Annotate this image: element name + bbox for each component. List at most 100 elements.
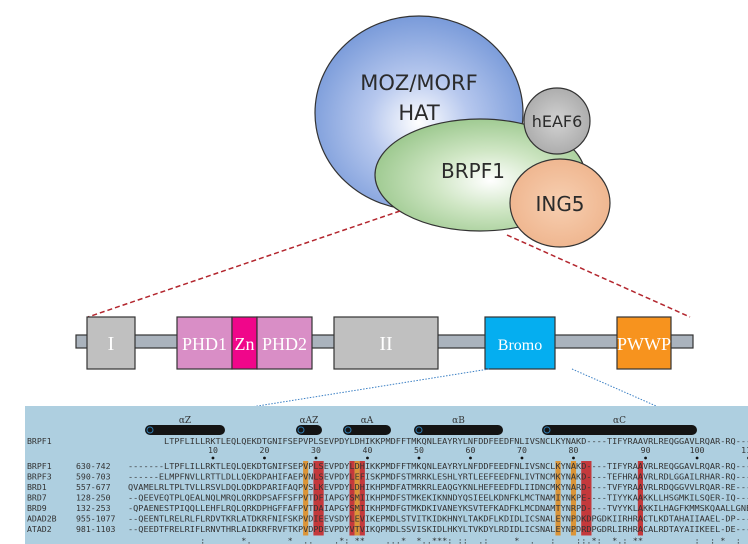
sequence-range: 128-250 <box>76 493 111 503</box>
sequence-residues: ------ELMPFNVLLRTTLDLLQEKDPAHIFAEPVNLSEV… <box>128 472 748 482</box>
helix-end-cap <box>344 426 352 434</box>
helix-5: αC <box>542 416 697 435</box>
helix-label: αC <box>613 416 626 426</box>
ruler-tick-label: 10 <box>208 445 218 455</box>
reference-sequence: LTPFLILLRKTLEQLQEKDTGNIFSEPVPLSEVPDYLDHI… <box>164 436 748 446</box>
ruler-tick-label: 20 <box>260 445 270 455</box>
helix-4: αB <box>414 416 503 435</box>
domain-phd2: PHD2 <box>256 316 313 370</box>
ruler-tick-dot <box>211 456 215 460</box>
sequence-residues: -QPAENESTPIQQLLEHFLRQLQRKDPHGFFAFPVTDAIA… <box>128 503 748 513</box>
ruler-tick-dot <box>695 456 699 460</box>
sequence-range: 981-1103 <box>76 524 116 534</box>
bromo-zoom-line-left <box>144 368 490 425</box>
helix-label: αA <box>361 416 374 426</box>
ruler-tick-dot <box>469 456 472 460</box>
ruler-tick-label: 100 <box>690 445 705 455</box>
domain-box <box>333 316 439 370</box>
alignment-row: BRPF3 590-703 ------ELMPFNVLLRTTLDLLQEKDPA… <box>27 472 748 482</box>
ruler-tick-dot <box>263 456 266 460</box>
ruler-tick-label: 50 <box>414 445 424 455</box>
helix-end-cap <box>415 426 423 434</box>
ruler-tick-label: 60 <box>466 445 476 455</box>
helix-cylinder <box>296 425 322 435</box>
reference-name: BRPF1 <box>27 436 52 446</box>
sequence-range: 955-1077 <box>76 514 116 524</box>
sequence-alignment-panel: αZ αAZ αA αB αC BRPF1 LTPFLILLRKTLEQLQEKDTGNIF… <box>25 406 748 544</box>
sequence-name: BRPF3 <box>27 472 52 482</box>
domain-zn: Zn <box>231 316 258 370</box>
ruler-tick-label: 70 <box>517 445 527 455</box>
domain-box <box>616 316 672 370</box>
sequence-residues: --QEEVEQTPLQEALNQLMRQLQRKDPSAFFSFPVTDFIA… <box>128 493 748 503</box>
ruler-tick-dot <box>520 456 524 460</box>
alignment-row: ATAD2 981-1103 --QEEDTFRELRIFLRNVTHRLAIDKR… <box>27 524 748 534</box>
helix-label: αAZ <box>300 416 319 426</box>
helix-3: αA <box>343 416 391 435</box>
conserved-column-highlight <box>349 461 355 536</box>
domain-label: PWWP <box>617 334 671 354</box>
domain-box <box>231 316 258 370</box>
domain-label: PHD1 <box>182 334 227 354</box>
helix-cylinder <box>542 425 697 435</box>
helix-end-cap <box>146 426 154 434</box>
complex-diagram: MOZ/MORF HAT BRPF1 hEAF6 ING5 <box>314 15 611 248</box>
conserved-column-highlight <box>555 461 561 536</box>
conserved-column-highlight <box>581 461 592 536</box>
conserved-column-highlight <box>354 461 360 536</box>
sequence-name: BRD9 <box>27 503 47 513</box>
zoom-line-left <box>87 210 401 318</box>
sequence-residues: QVAMELRLTPLTVLLRSVLDQLQDKDPARIFAQPVSLKEV… <box>128 482 748 492</box>
sequence-range: 630-742 <box>76 461 111 471</box>
ing5-label: ING5 <box>535 192 584 216</box>
conservation-line: : *. * .. .*: ** ...* *..***: :: .: * . … <box>128 536 748 544</box>
sequence-residues: --QEENTLRELRLFLRDVTKRLATDKRFNIFSKPVDIEEV… <box>128 514 748 524</box>
domain-label: I <box>108 333 115 355</box>
zoom-line-right <box>506 234 691 318</box>
helix-end-cap <box>297 426 305 434</box>
ruler-tick-label: 40 <box>363 445 373 455</box>
ruler-tick-dot <box>417 456 421 460</box>
domain-box <box>86 316 136 370</box>
domain-label: II <box>379 333 392 355</box>
helix-label: αB <box>452 416 465 426</box>
domain-label: Bromo <box>498 337 542 354</box>
domain-box <box>256 316 313 370</box>
conserved-column-highlight <box>313 461 324 536</box>
helix-cylinder <box>343 425 391 435</box>
helix-label: αZ <box>179 416 191 426</box>
ruler-tick-label: 80 <box>569 445 579 455</box>
ruler-tick-label: 90 <box>641 445 651 455</box>
sequence-residues: --QEEDTFRELRIFLRNVTHRLAIDKRFRVFTKPVDPDEV… <box>128 524 748 534</box>
sequence-name: ATAD2 <box>27 524 52 534</box>
domain-label: Zn <box>235 334 255 354</box>
ruler-tick-dot <box>366 456 369 460</box>
sequence-name: ADAD2B <box>27 514 57 524</box>
ruler-tick-label: 110 <box>741 445 748 455</box>
domain-box <box>484 316 556 370</box>
sequence-range: 557-677 <box>76 482 111 492</box>
sequence-name: BRD1 <box>27 482 47 492</box>
helix-2: αAZ <box>296 416 322 435</box>
ing5-subunit <box>509 158 611 248</box>
sequence-residues: -------LTPFLILLRKTLEQLQEKDTGNIFSEPVPLSEV… <box>128 461 748 471</box>
alignment-row: BRD9 132-253 -QPAENESTPIQQLLEHFLRQLQRKDPHG… <box>27 503 748 513</box>
conserved-column-highlight <box>570 461 577 536</box>
ruler-tick-dot <box>572 456 575 460</box>
helix-1: αZ <box>145 416 225 435</box>
helix-end-cap <box>543 426 551 434</box>
brpf1-label: BRPF1 <box>441 159 505 183</box>
domain-pwwp: PWWP <box>616 316 672 370</box>
moz-morf-label: MOZ/MORF <box>360 71 477 95</box>
domain-ii: II <box>333 316 439 370</box>
conserved-column-highlight <box>359 461 365 536</box>
sequence-range: 590-703 <box>76 472 111 482</box>
sequence-range: 132-253 <box>76 503 111 513</box>
heaf6-label: hEAF6 <box>532 112 583 131</box>
sequence-name: BRD7 <box>27 493 47 503</box>
domain-bromo: Bromo <box>484 316 556 370</box>
domain-phd1: PHD1 <box>176 316 233 370</box>
